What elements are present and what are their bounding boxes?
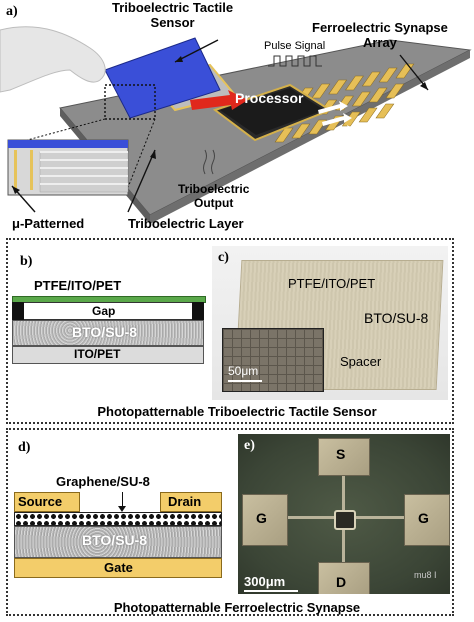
c-scale-bar bbox=[228, 380, 262, 382]
patterned-label: μ-Patterned bbox=[12, 216, 85, 231]
caption-synapse: Photopatternable Ferroelectric Synapse bbox=[113, 600, 361, 615]
c-micrograph-inset bbox=[222, 328, 324, 392]
output-wires bbox=[203, 149, 215, 175]
d-drain-label: Drain bbox=[168, 494, 202, 509]
e-pad-s bbox=[318, 438, 370, 476]
d-drain bbox=[160, 492, 222, 512]
d-bto-layer bbox=[14, 526, 222, 558]
b-gap-label: Gap bbox=[92, 304, 116, 318]
b-spacer-right bbox=[192, 302, 204, 320]
tactile-sensor-label: Triboelectric Tactile Sensor bbox=[112, 0, 234, 30]
processor-label: Processor bbox=[235, 90, 304, 106]
b-bto-layer bbox=[12, 320, 204, 346]
signal-arrow bbox=[190, 90, 248, 110]
panel-c-photo: c) PTFE/ITO/PET BTO/SU-8 Spacer 50μm bbox=[212, 246, 448, 400]
caption-sensor: Photopatternable Triboelectric Tactile S… bbox=[97, 404, 377, 419]
panel-c-letter: c) bbox=[218, 250, 229, 265]
d-source-label: Source bbox=[18, 494, 63, 509]
panel-a-illustration bbox=[0, 26, 472, 224]
hand bbox=[0, 26, 106, 93]
pulse-signal-label: Pulse Signal bbox=[264, 40, 326, 52]
synapse-array-label: Ferroelectric Synapse Array bbox=[312, 20, 448, 50]
e-pad-g-right bbox=[404, 494, 450, 546]
e-pad-d-label: D bbox=[336, 574, 347, 590]
c-scale-label: 50μm bbox=[228, 364, 259, 378]
tribo-output-label: Triboelectric Output bbox=[178, 182, 250, 210]
e-pad-g-right-label: G bbox=[418, 510, 429, 526]
panel-d: d) Graphene/SU-8 Source Drain BTO/SU-8 G… bbox=[12, 434, 232, 594]
e-pad-g-left-label: G bbox=[256, 510, 267, 526]
b-spacer-left bbox=[12, 302, 24, 320]
d-graphene-layer bbox=[14, 512, 222, 526]
panel-b-letter: b) bbox=[20, 254, 33, 269]
panel-a: a) bbox=[0, 0, 474, 236]
d-arrow-head bbox=[118, 506, 126, 512]
zoom-box bbox=[104, 84, 156, 120]
c-top-label: PTFE/ITO/PET bbox=[288, 276, 376, 291]
d-gate-layer bbox=[14, 558, 222, 578]
panel-b: b) PTFE/ITO/PET Gap BTO/SU-8 ITO/PET bbox=[12, 246, 208, 386]
d-arrow bbox=[122, 492, 123, 508]
panel-e-photo: e) S G G D 300μm mu8 I bbox=[238, 434, 450, 594]
zoom-inset bbox=[7, 139, 129, 196]
c-bto-label: BTO/SU-8 bbox=[364, 310, 429, 326]
b-ito-label: ITO/PET bbox=[74, 347, 121, 361]
sensor-section-box bbox=[6, 238, 454, 424]
panel-d-letter: d) bbox=[18, 440, 31, 455]
e-scale-bar bbox=[244, 590, 298, 592]
e-corner-text: mu8 I bbox=[414, 570, 437, 580]
b-ito-layer bbox=[12, 346, 204, 364]
d-source bbox=[14, 492, 80, 512]
b-bto-label: BTO/SU-8 bbox=[72, 324, 138, 340]
pulse-waveform bbox=[268, 55, 322, 67]
tactile-sensor-plate bbox=[104, 37, 221, 119]
b-top-layer-label: PTFE/ITO/PET bbox=[34, 278, 122, 293]
e-pad-s-label: S bbox=[336, 446, 346, 462]
e-center-device bbox=[334, 510, 356, 530]
c-spacer-label: Spacer bbox=[340, 354, 382, 369]
b-gap bbox=[24, 302, 192, 320]
d-gate-label: Gate bbox=[104, 560, 133, 575]
synapse-section-box bbox=[6, 428, 454, 616]
d-graphene-label: Graphene/SU-8 bbox=[56, 474, 150, 489]
panel-a-letter: a) bbox=[6, 4, 18, 19]
tribo-layer-label: Triboelectric Layer bbox=[128, 216, 244, 231]
output-arrows bbox=[318, 101, 356, 138]
e-pad-g-left bbox=[242, 494, 288, 546]
panel-e-letter: e) bbox=[244, 438, 255, 453]
e-pad-d bbox=[318, 562, 370, 594]
d-bto-label: BTO/SU-8 bbox=[82, 532, 148, 548]
e-scale-label: 300μm bbox=[244, 574, 286, 589]
